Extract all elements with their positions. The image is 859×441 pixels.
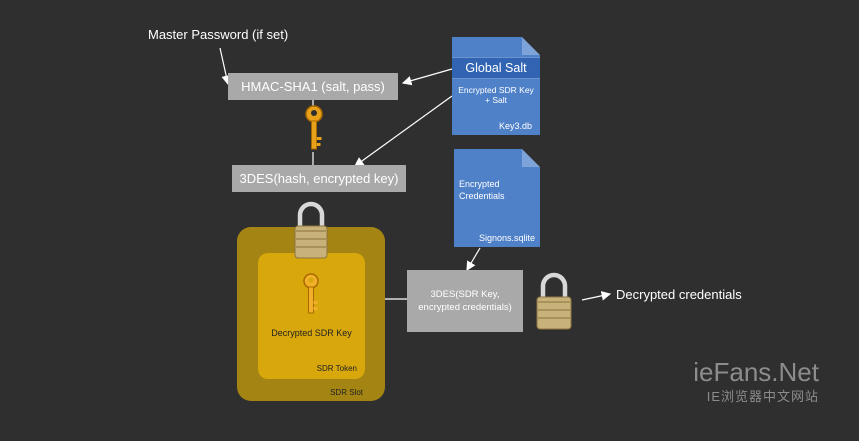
sdr-slot-label: SDR Slot [330,388,363,397]
sdr-slot: Decrypted SDR Key SDR Token SDR Slot [237,227,385,401]
watermark-title: ieFans.Net [693,357,819,387]
global-salt-label: Global Salt [452,57,540,79]
key3db-file-label: Key3.db [498,121,532,131]
master-password-label: Master Password (if set) [148,27,289,42]
arrow-to-decrypted [581,291,612,301]
padlock-icon [294,201,328,259]
3des-hash-label: 3DES(hash, encrypted key) [239,171,399,186]
encrypted-sdr-key-label: Encrypted SDR Key + Salt [458,85,534,105]
arrow-sdrkey-to-3des [354,95,453,167]
sdr-token: Decrypted SDR Key SDR Token [258,253,365,379]
signons-file-label: Signons.sqlite [478,233,535,243]
watermark-subtitle: IE浏览器中文网站 [706,389,819,404]
padlock-icon [536,272,572,330]
3des-sdr-box: 3DES(SDR Key, encrypted credentials) [407,270,523,332]
gold-key-icon [305,105,323,150]
arrow-signons-to-3des [466,247,481,272]
hmac-box: HMAC-SHA1 (salt, pass) [228,73,398,100]
decrypted-credentials-label: Decrypted credentials [616,287,742,302]
page-fold-icon [522,149,540,167]
3des-hash-box: 3DES(hash, encrypted key) [232,165,406,192]
signons-document: Encrypted Credentials Signons.sqlite [454,149,540,247]
hmac-label: HMAC-SHA1 (salt, pass) [241,79,385,94]
encrypted-credentials-label: Encrypted Credentials [459,179,505,201]
arrow-salt-to-hmac [401,68,453,86]
key3db-document: Global Salt Encrypted SDR Key + Salt Key… [452,37,540,135]
arrow-password-to-hmac [219,47,231,86]
gold-key-icon [303,273,319,314]
decrypted-sdr-key-label: Decrypted SDR Key [271,328,352,338]
page-fold-icon [522,37,540,55]
3des-sdr-label: 3DES(SDR Key, encrypted credentials) [418,289,512,313]
sdr-token-label: SDR Token [316,364,357,373]
